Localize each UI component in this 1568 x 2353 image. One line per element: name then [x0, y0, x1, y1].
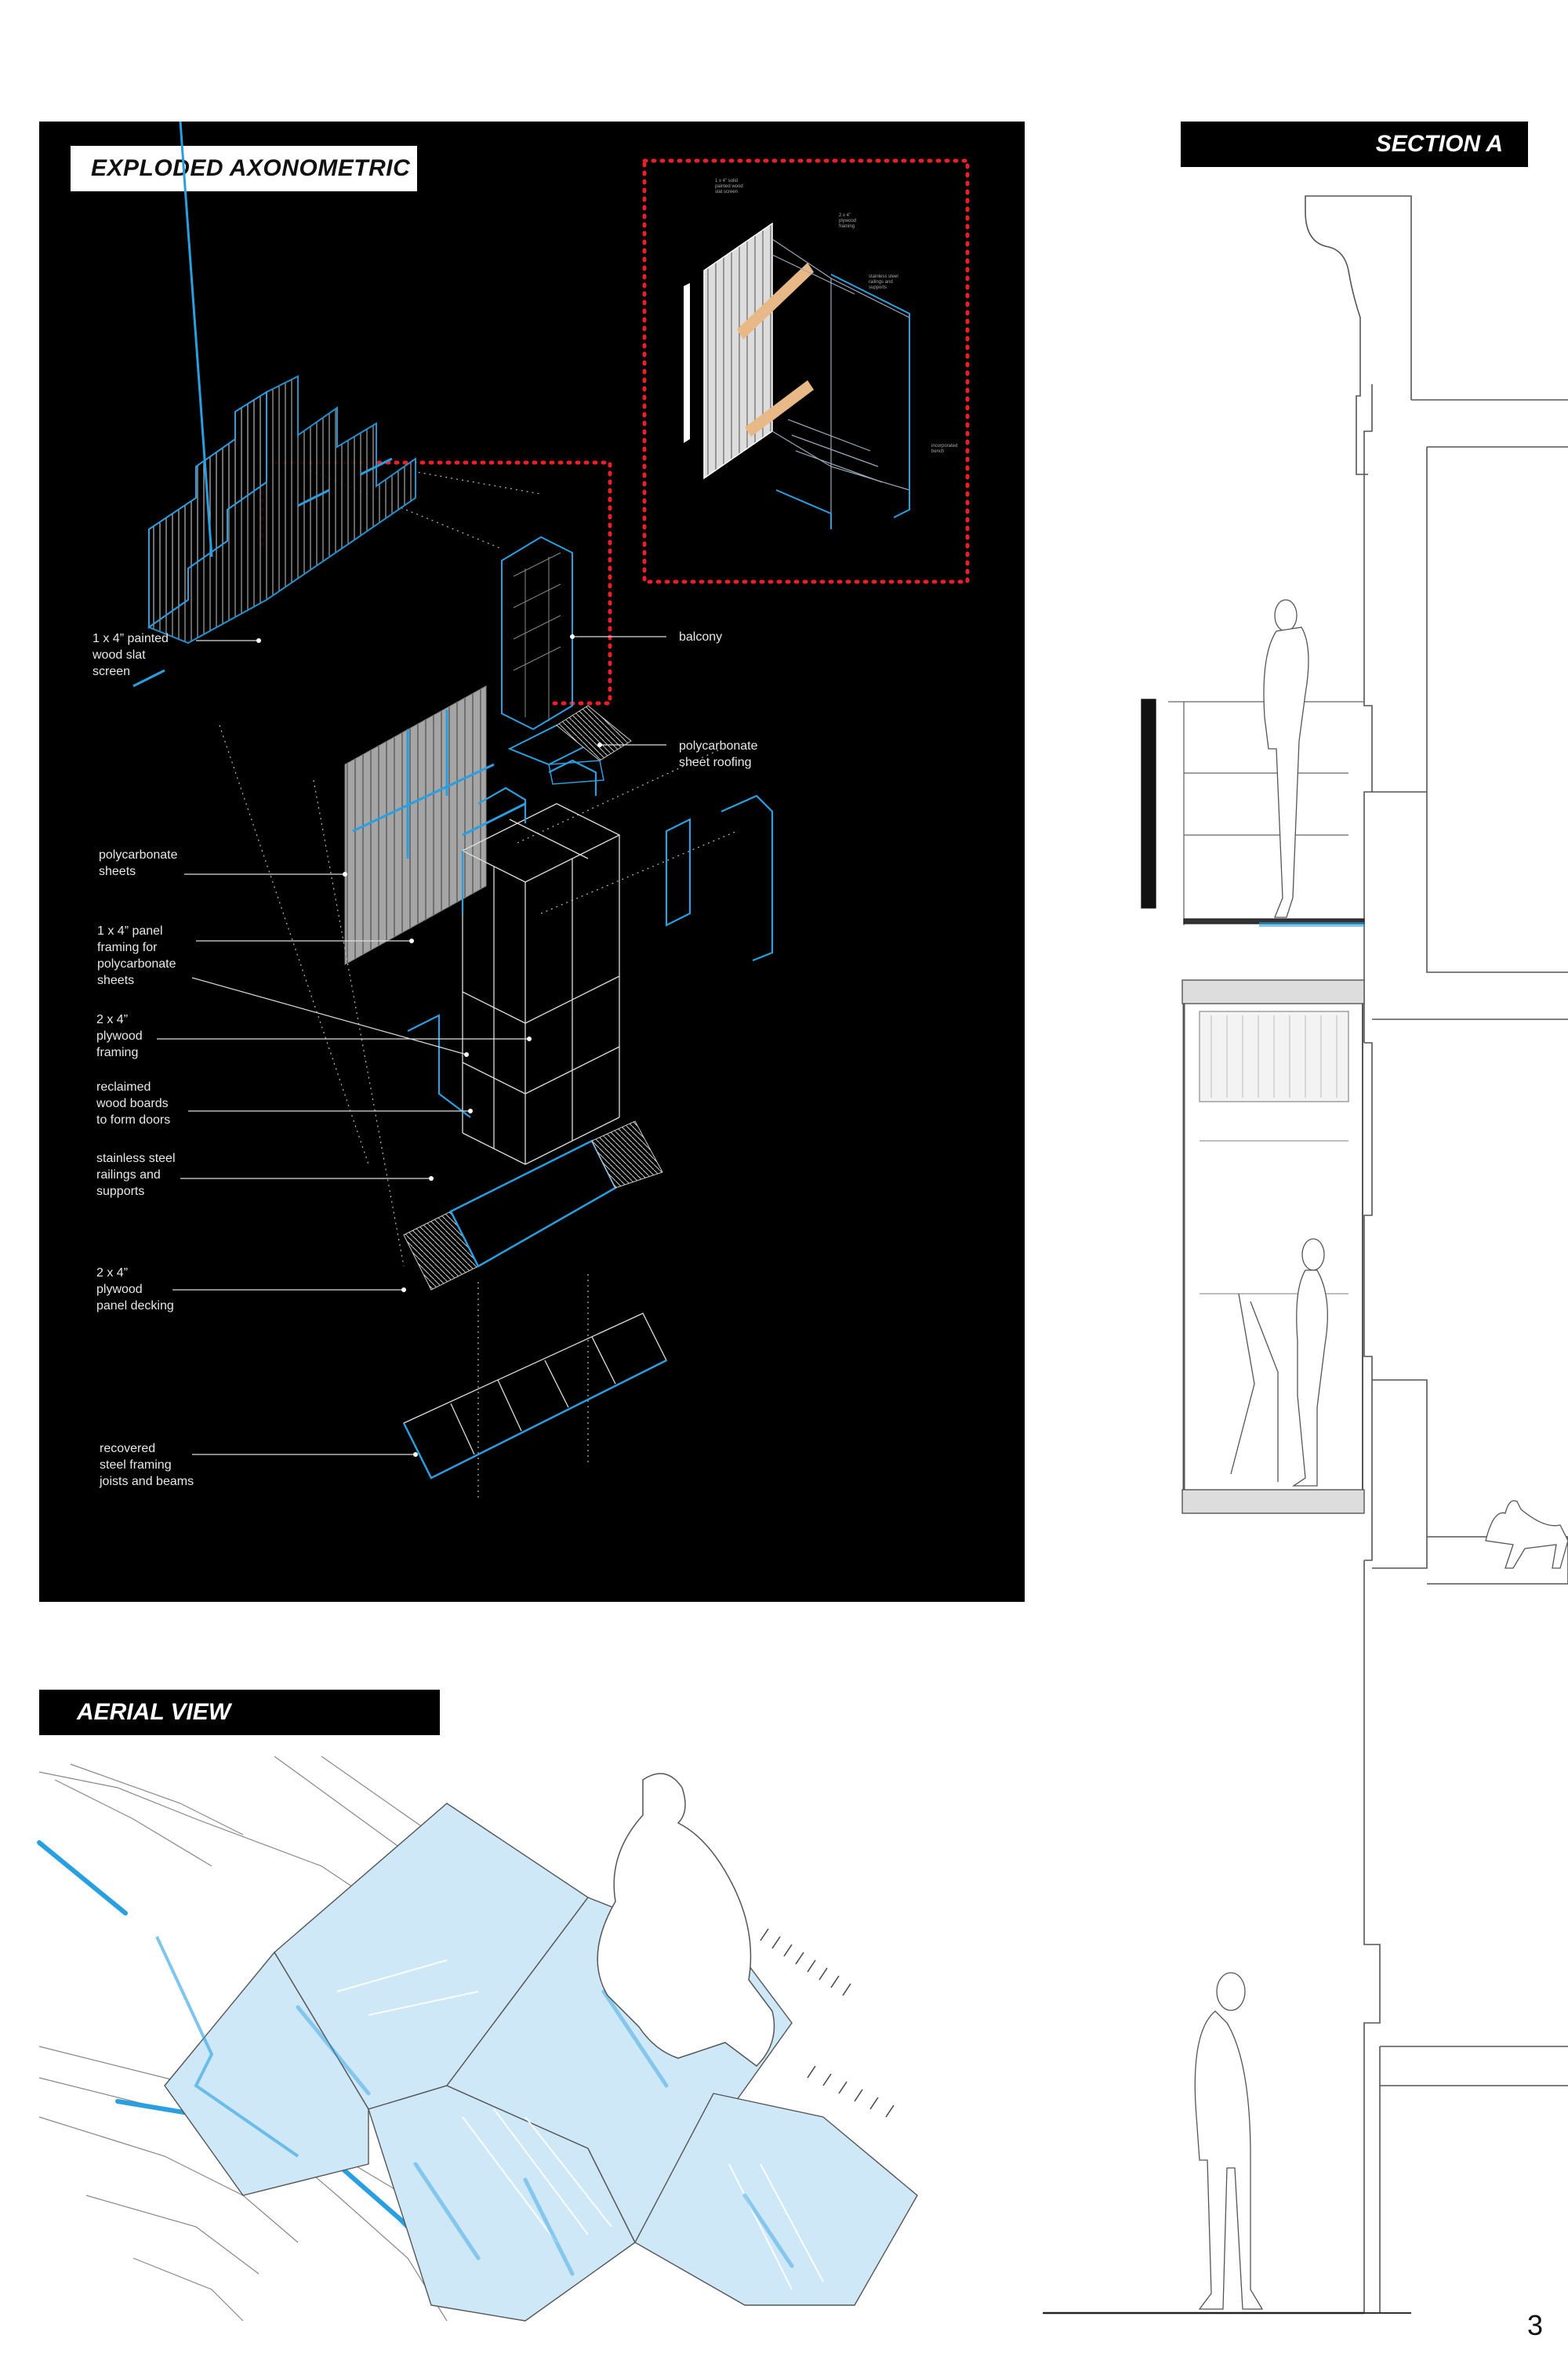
- wood-slat-screen-model: [132, 121, 416, 688]
- polycarbonate-roofing-model: [507, 705, 632, 785]
- balcony-model: [501, 536, 573, 731]
- page-number: 3: [1527, 2309, 1544, 2341]
- section-title: SECTION A: [1181, 122, 1528, 167]
- aerial-title: AERIAL VIEW: [39, 1690, 440, 1735]
- aerial-view-drawing: [37, 1756, 918, 2322]
- exploded-axonometric-drawing: [132, 121, 970, 1501]
- section-a-drawing: [1043, 195, 1568, 2315]
- inset-label-framing: 2 x 4” plywood framing: [839, 213, 857, 229]
- axonometric-title: EXPLODED AXONOMETRIC: [71, 146, 417, 191]
- label-balcony: balcony: [679, 630, 723, 644]
- inset-label-railings: stainless steel railings and supports: [869, 274, 898, 290]
- polycarbonate-sheets-model: [344, 685, 487, 965]
- label-steel-framing: recovered steel framing joists and beams: [100, 1442, 194, 1488]
- label-reclaimed-boards: reclaimed wood boards to form doors: [96, 1080, 171, 1127]
- label-panel-framing: 1 x 4” panel framing for polycarbonate s…: [97, 924, 176, 987]
- label-polycarbonate-roofing: polycarbonate sheet roofing: [679, 739, 758, 769]
- label-steel-railings: stainless steel railings and supports: [96, 1152, 176, 1198]
- label-polycarbonate-sheets: polycarbonate sheets: [99, 848, 178, 878]
- label-plywood-framing: 2 x 4” plywood framing: [96, 1013, 143, 1059]
- inset-detail-model: [684, 222, 910, 529]
- inset-label-slat: 1 x 4” solid painted wood slat screen: [715, 179, 743, 194]
- panel-decking-model: [403, 1120, 663, 1291]
- aerial-person: [597, 1773, 775, 2067]
- inset-label-bench: incorporated bench: [931, 444, 958, 454]
- label-wood-slat-screen: 1 x 4” painted wood slat screen: [93, 632, 169, 678]
- label-panel-decking: 2 x 4” plywood panel decking: [96, 1266, 174, 1313]
- plywood-frame-model: [461, 803, 621, 1165]
- axonometric-panel: [39, 122, 1025, 1602]
- steel-framing-model: [403, 1313, 667, 1479]
